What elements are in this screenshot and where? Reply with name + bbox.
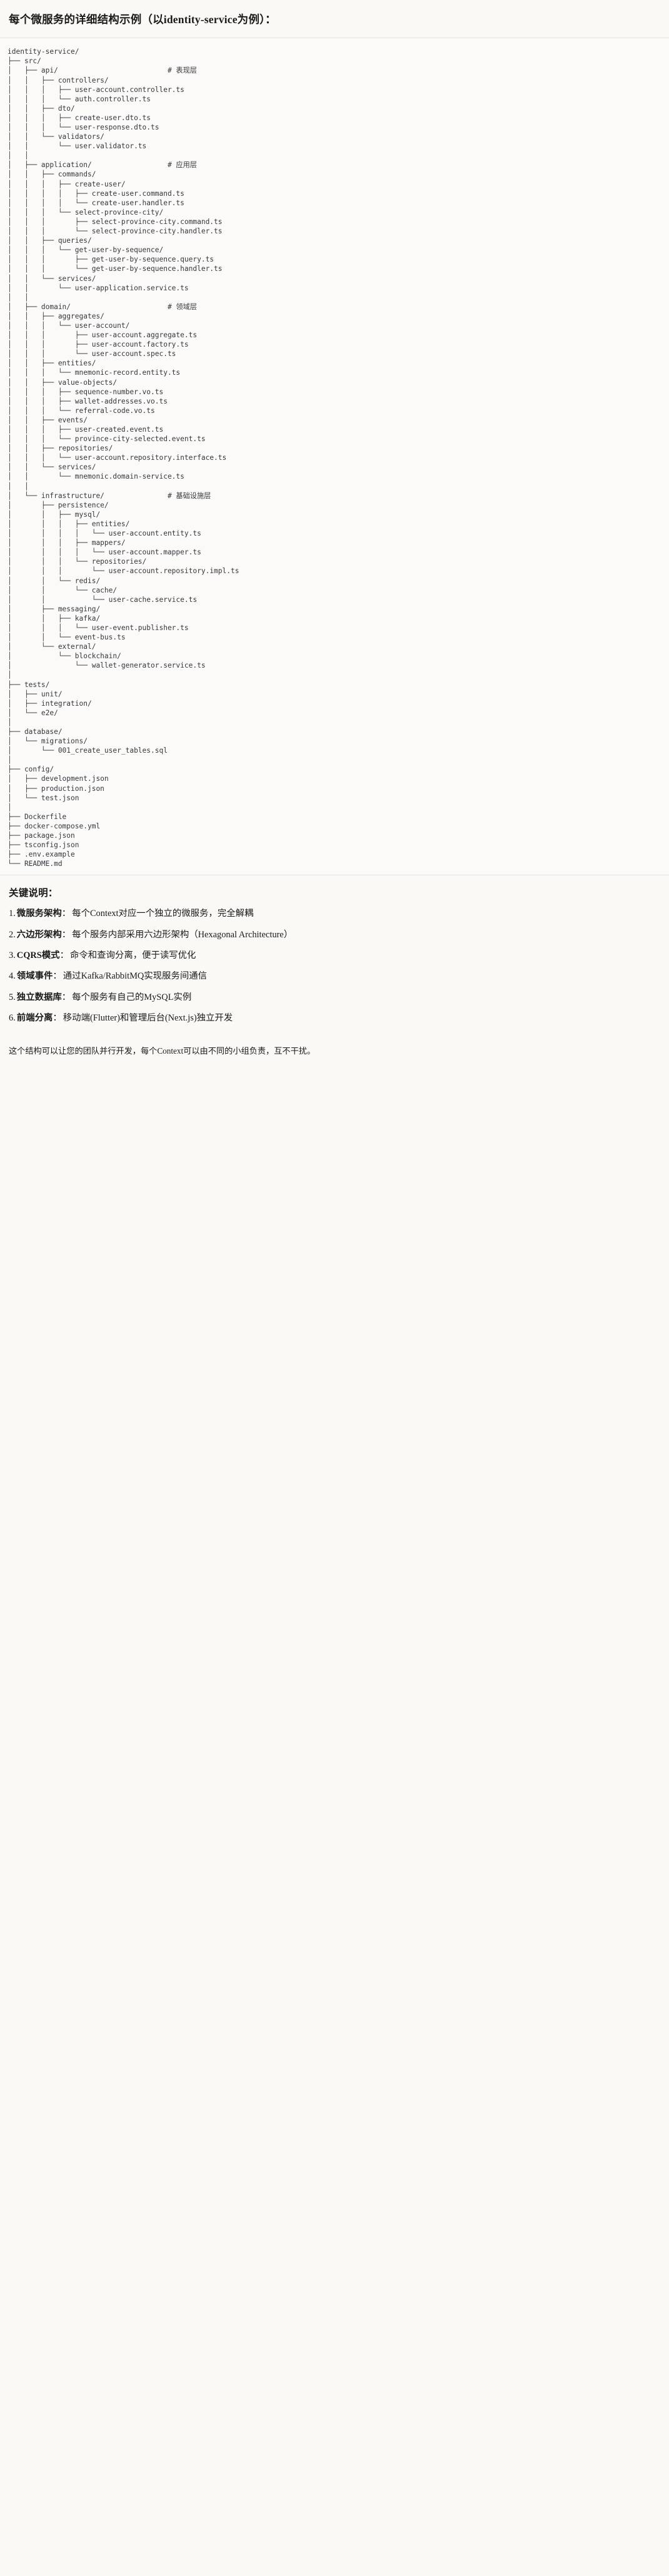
key-note-term: 六边形架构: [16, 929, 62, 940]
key-note-item: 2.六边形架构：每个服务内部采用六边形架构（Hexagonal Architec…: [9, 928, 660, 942]
key-note-item: 5.独立数据库：每个服务有自己的MySQL实例: [9, 990, 660, 1004]
key-notes-title: 关键说明：: [9, 888, 58, 899]
key-note-term: 前端分离: [16, 1013, 53, 1024]
key-note-description: 每个服务有自己的MySQL实例: [72, 992, 192, 1002]
key-note-description: 每个Context对应一个独立的微服务，完全解耦: [72, 909, 254, 919]
key-note-item: 4.领域事件：通过Kafka/RabbitMQ实现服务间通信: [9, 969, 660, 983]
page-title: 每个微服务的详细结构示例（以identity-service为例）：: [0, 0, 669, 38]
directory-tree: identity-service/ ├── src/ │ ├── api/ # …: [0, 47, 669, 868]
key-note-term: 领域事件: [16, 971, 53, 982]
key-note-description: 移动端(Flutter)和管理后台(Next.js)独立开发: [63, 1013, 233, 1024]
key-note-colon: ：: [53, 1013, 62, 1024]
key-note-colon: ：: [61, 992, 71, 1002]
key-note-colon: ：: [53, 971, 62, 982]
key-note-number: 6.: [9, 1013, 16, 1024]
key-note-number: 3.: [9, 950, 16, 961]
key-note-item: 3.CQRS模式：命令和查询分离，便于读写优化: [9, 949, 660, 962]
directory-tree-code: identity-service/ ├── src/ │ ├── api/ # …: [8, 48, 239, 868]
key-note-colon: ：: [61, 909, 71, 919]
key-note-term: CQRS模式: [16, 950, 60, 961]
page-root: 每个微服务的详细结构示例（以identity-service为例）： ident…: [0, 0, 669, 1058]
key-note-description: 每个服务内部采用六边形架构（Hexagonal Architecture）: [72, 929, 293, 940]
key-note-item: 1.微服务架构：每个Context对应一个独立的微服务，完全解耦: [9, 907, 660, 920]
directory-tree-block: identity-service/ ├── src/ │ ├── api/ # …: [0, 38, 669, 875]
closing-paragraph: 这个结构可以让您的团队并行开发，每个Context可以由不同的小组负责，互不干扰…: [9, 1046, 316, 1056]
key-note-colon: ：: [59, 950, 69, 961]
key-note-number: 1.: [9, 909, 16, 919]
key-note-term: 微服务架构: [16, 909, 62, 919]
key-note-description: 通过Kafka/RabbitMQ实现服务间通信: [63, 971, 208, 982]
key-note-number: 2.: [9, 929, 16, 940]
key-note-number: 5.: [9, 992, 16, 1002]
key-note-item: 6.前端分离：移动端(Flutter)和管理后台(Next.js)独立开发: [9, 1011, 660, 1025]
key-note-colon: ：: [61, 929, 71, 940]
key-note-description: 命令和查询分离，便于读写优化: [69, 950, 196, 961]
key-note-number: 4.: [9, 971, 16, 982]
key-note-term: 独立数据库: [16, 992, 62, 1002]
